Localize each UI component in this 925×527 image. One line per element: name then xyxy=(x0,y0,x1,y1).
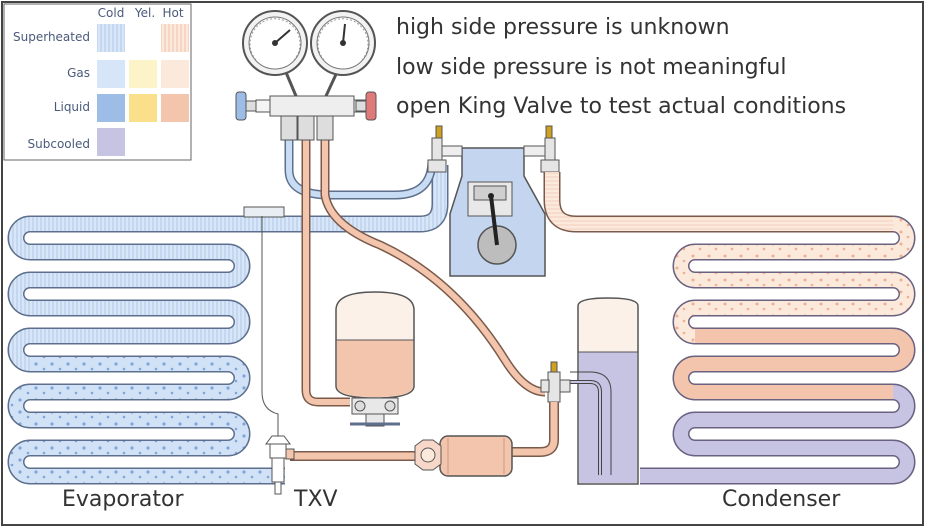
legend-row-superheated: Superheated xyxy=(13,30,90,44)
high-side-handle[interactable] xyxy=(365,91,377,121)
swatch-gas-cold xyxy=(97,60,125,88)
evaporator-coil xyxy=(7,215,293,485)
king-valve-icon[interactable] xyxy=(540,361,571,403)
discharge-service-valve-icon[interactable] xyxy=(540,125,560,173)
receiver-tank-icon xyxy=(570,297,639,485)
note-high-side: high side pressure is unknown xyxy=(396,15,730,40)
high-side-hose xyxy=(320,140,546,397)
suction-service-valve-icon[interactable] xyxy=(427,125,447,173)
swatch-gas-yellow xyxy=(129,60,157,88)
low-side-hose xyxy=(284,140,437,200)
swatch-liquid-yellow xyxy=(129,94,157,122)
condenser-coil xyxy=(640,215,916,485)
note-king-valve: open King Valve to test actual condition… xyxy=(396,94,846,119)
high-side-pressure-gauge-icon xyxy=(310,10,376,76)
recovery-cylinder-icon xyxy=(335,291,415,427)
liquid-line xyxy=(290,402,559,461)
notes: high side pressure is unknown low side p… xyxy=(396,15,846,119)
swatch-liquid-hot xyxy=(161,94,189,122)
legend-col-hot: Hot xyxy=(162,6,183,20)
swatch-superheated-hot xyxy=(161,24,189,52)
legend-col-cold: Cold xyxy=(98,6,125,20)
legend-row-gas: Gas xyxy=(67,66,90,80)
suction-line xyxy=(290,165,449,233)
note-low-side: low side pressure is not meaningful xyxy=(396,55,786,80)
low-side-pressure-gauge-icon xyxy=(242,10,308,76)
swatch-gas-hot xyxy=(161,60,189,88)
txv-bulb xyxy=(243,206,285,218)
txv-icon xyxy=(265,435,295,495)
condenser-label: Condenser xyxy=(722,487,841,512)
evaporator-label: Evaporator xyxy=(62,487,184,512)
discharge-line xyxy=(543,172,893,233)
legend-row-liquid: Liquid xyxy=(54,100,90,114)
manifold-gauge-set[interactable] xyxy=(235,10,377,141)
swatch-subcooled xyxy=(97,128,125,156)
center-hose xyxy=(301,140,350,407)
compressor-icon xyxy=(431,145,555,277)
swatch-liquid-cold xyxy=(97,94,125,122)
swatch-superheated-cold xyxy=(97,24,125,52)
legend: Cold Yel. Hot Superheated Gas Liquid Sub… xyxy=(3,3,192,161)
low-side-handle[interactable] xyxy=(235,91,247,121)
legend-col-yellow: Yel. xyxy=(134,6,155,20)
txv-label: TXV xyxy=(293,487,338,512)
capillary-tube xyxy=(261,216,279,440)
filter-drier-icon xyxy=(414,435,513,477)
legend-row-subcooled: Subcooled xyxy=(28,137,90,151)
